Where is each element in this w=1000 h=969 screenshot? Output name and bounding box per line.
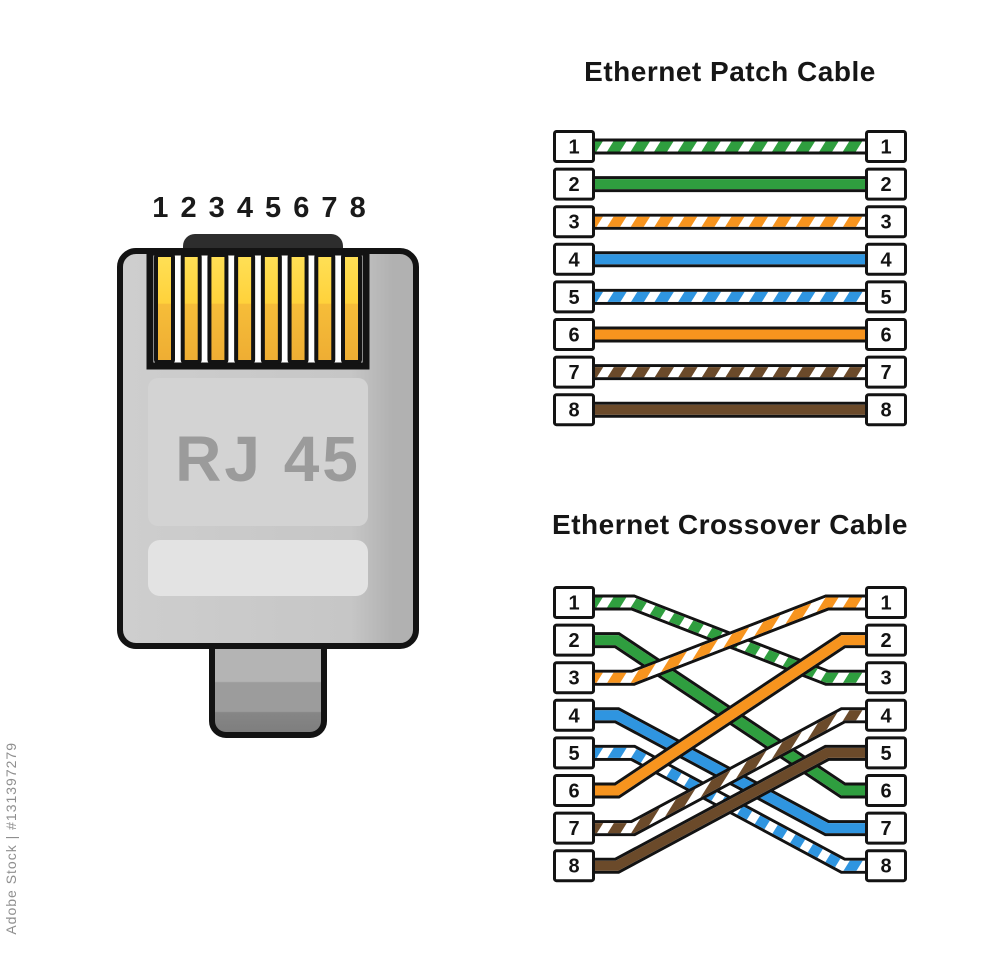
left-pin-cell-2: 2: [553, 623, 595, 657]
right-pin-number: 8: [880, 400, 891, 422]
right-pin-cell-6: 6: [865, 318, 907, 351]
wires: [593, 138, 867, 418]
right-pin-number: 1: [880, 137, 891, 159]
rj45-connector: RJ 45: [117, 234, 419, 738]
left-pin-number: 7: [568, 362, 579, 384]
left-pin-number: 3: [568, 212, 579, 234]
right-pin-number: 4: [880, 249, 892, 271]
right-pin-number: 1: [880, 593, 891, 615]
wire-pin3-to-pin1: [593, 594, 867, 686]
left-pin-number: 5: [568, 287, 579, 309]
patch-cable-diagram: 1 2 3 4 5 6 7 8 1 2 3 4 5 6 7 8: [553, 130, 907, 427]
left-pin-cell-6: 6: [553, 774, 595, 807]
left-pin-number: 4: [568, 249, 580, 271]
left-pin-cell-7: 7: [553, 355, 595, 389]
right-pin-cell-5: 5: [865, 280, 907, 314]
right-pin-number: 3: [880, 212, 891, 234]
rj45-pin-2: [180, 253, 202, 364]
right-pin-number: 3: [880, 668, 891, 690]
right-pin-cell-1: 1: [865, 130, 907, 163]
crossover-cable-title: Ethernet Crossover Cable: [552, 509, 908, 540]
rj45-pin-numbers: 1 2 3 4 5 6 7 8: [152, 192, 368, 224]
right-pin-cell-6: 6: [865, 774, 907, 807]
left-pin-cell-8: 8: [553, 849, 595, 883]
left-pin-cell-1: 1: [553, 130, 595, 163]
right-pin-number: 5: [880, 743, 891, 765]
right-pin-number: 5: [880, 287, 891, 309]
left-pin-cell-4: 4: [553, 242, 595, 276]
right-pin-cell-4: 4: [865, 698, 907, 732]
left-pin-number: 6: [568, 325, 579, 347]
left-pin-cell-2: 2: [553, 167, 595, 201]
right-pin-number: 2: [880, 630, 891, 652]
right-pin-number: 6: [880, 325, 891, 347]
right-pin-cell-7: 7: [865, 355, 907, 389]
right-pin-cell-8: 8: [865, 849, 907, 883]
left-pin-cell-1: 1: [553, 586, 595, 619]
left-pin-number: 8: [568, 400, 579, 422]
right-pin-cell-2: 2: [865, 623, 907, 657]
right-pin-number: 4: [880, 705, 892, 727]
right-pin-cell-1: 1: [865, 586, 907, 619]
left-pin-cell-5: 5: [553, 280, 595, 314]
rj45-lower-strip: [148, 540, 368, 596]
left-pin-number: 2: [568, 174, 579, 196]
left-pin-number: 5: [568, 743, 579, 765]
left-pin-cell-3: 3: [553, 205, 595, 239]
left-pin-cell-7: 7: [553, 811, 595, 845]
rj45-pin-7: [314, 253, 336, 364]
crossover-cable-diagram: 1 2 3 4 5 6 7 8 1 2 3 4 5 6 7 8: [553, 586, 907, 883]
left-pin-cell-4: 4: [553, 698, 595, 732]
right-pin-cell-7: 7: [865, 811, 907, 845]
right-pin-number: 7: [880, 362, 891, 384]
wire-pin7-to-pin4: [593, 707, 867, 837]
rj45-label: RJ 45: [175, 423, 361, 495]
right-pin-cell-3: 3: [865, 661, 907, 695]
left-pin-cell-5: 5: [553, 736, 595, 770]
left-pin-number: 8: [568, 856, 579, 878]
right-pin-cell-5: 5: [865, 736, 907, 770]
right-pin-cell-3: 3: [865, 205, 907, 239]
right-pin-cell-4: 4: [865, 242, 907, 276]
rj45-pins: [154, 253, 362, 364]
patch-cable-title: Ethernet Patch Cable: [584, 56, 876, 87]
left-pin-cell-8: 8: [553, 393, 595, 427]
right-pin-cell-8: 8: [865, 393, 907, 427]
left-pin-cell-6: 6: [553, 318, 595, 351]
rj45-pin-1: [154, 253, 175, 364]
rj45-pin-8: [341, 253, 362, 364]
wire-pin6-to-pin2: [593, 632, 867, 799]
wire-pin8-to-pin5: [593, 744, 867, 874]
right-pin-number: 8: [880, 856, 891, 878]
left-pin-number: 2: [568, 630, 579, 652]
rj45-pin-4: [234, 253, 256, 364]
rj45-face-panel: [148, 378, 368, 526]
left-pin-cell-3: 3: [553, 661, 595, 695]
watermark-text: Adobe Stock | #131397279: [3, 742, 19, 935]
left-pin-number: 3: [568, 668, 579, 690]
right-pin-number: 2: [880, 174, 891, 196]
rj45-pin-5: [260, 253, 282, 364]
right-pin-number: 6: [880, 781, 891, 803]
left-pin-number: 4: [568, 705, 580, 727]
left-pin-number: 1: [568, 137, 579, 159]
rj45-pin-6: [287, 253, 309, 364]
left-pin-number: 7: [568, 818, 579, 840]
left-pin-number: 1: [568, 593, 579, 615]
wires: [593, 594, 867, 874]
right-pin-cell-2: 2: [865, 167, 907, 201]
rj45-pin-3: [207, 253, 229, 364]
left-pin-number: 6: [568, 781, 579, 803]
right-pin-number: 7: [880, 818, 891, 840]
